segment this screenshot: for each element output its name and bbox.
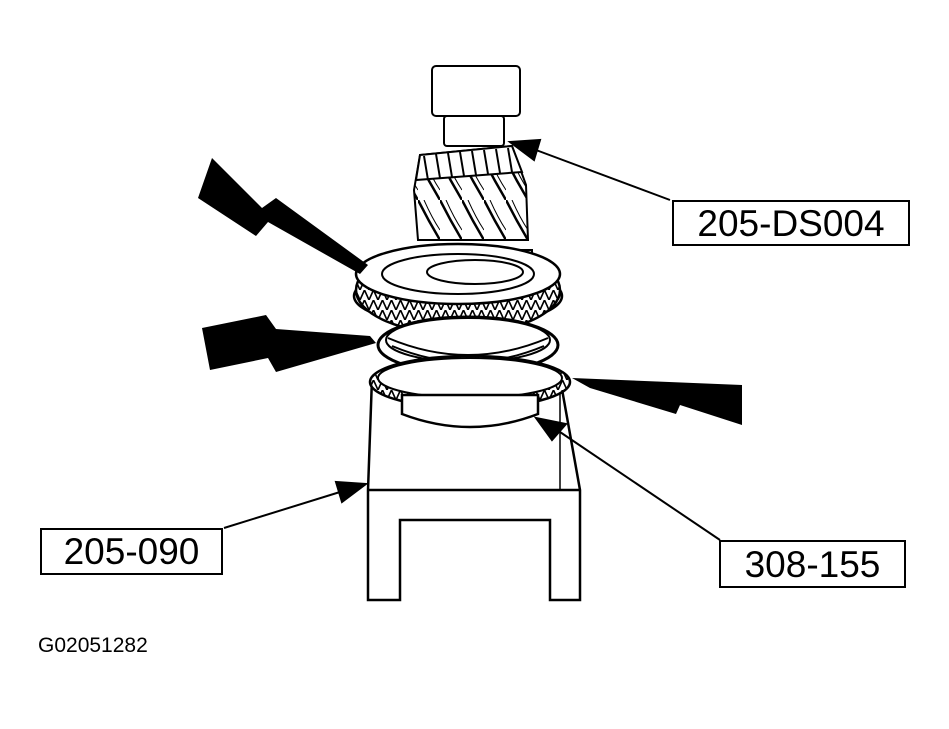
figure-id: G02051282 (38, 634, 148, 657)
callout-308-155: 308-155 (719, 540, 906, 588)
press-ram (431, 65, 521, 147)
leader-lines (223, 138, 721, 541)
bearing-adapter (400, 393, 540, 429)
black-arrows (198, 158, 742, 425)
callout-205-090: 205-090 (40, 528, 223, 575)
helical-gear (412, 144, 530, 241)
callout-205-ds004: 205-DS004 (672, 200, 910, 246)
large-spur-gear (352, 242, 564, 336)
support-block (366, 376, 582, 602)
